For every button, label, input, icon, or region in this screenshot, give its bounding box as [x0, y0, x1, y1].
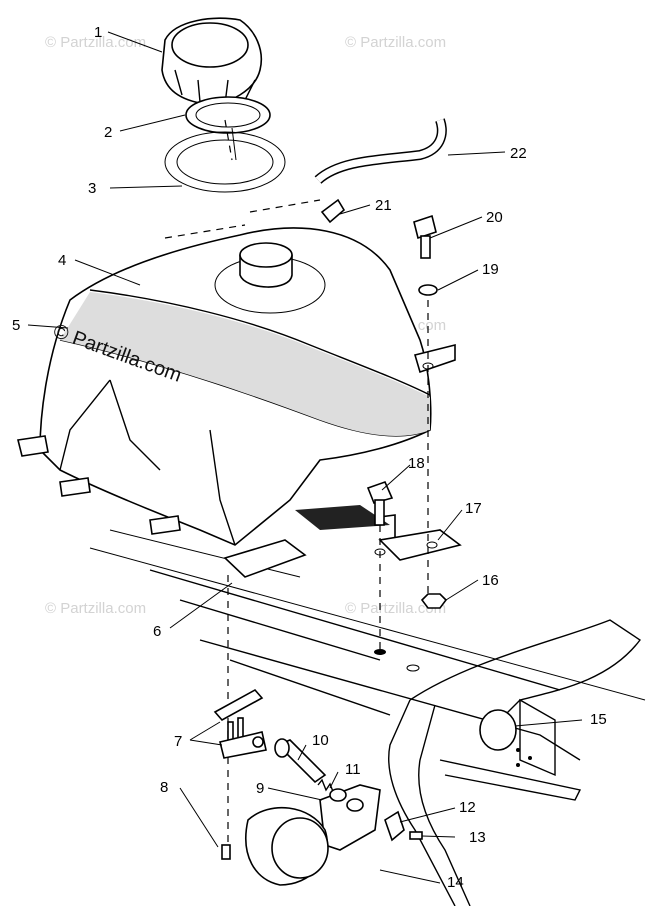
callout-22: 22 [510, 145, 527, 162]
watermark: © Partzilla.com [345, 600, 446, 617]
callout-14: 14 [447, 874, 464, 891]
callout-17: 17 [465, 500, 482, 517]
bolt-part-18 [366, 480, 394, 526]
callout-12: 12 [459, 799, 476, 816]
callout-7: 7 [174, 733, 182, 750]
callout-16: 16 [482, 572, 499, 589]
frame [89, 529, 646, 906]
callout-10: 10 [312, 732, 329, 749]
callout-1: 1 [94, 24, 102, 41]
callout-19: 19 [482, 261, 499, 278]
filter-part-10 [274, 738, 327, 784]
callout-18: 18 [408, 455, 425, 472]
callout-2: 2 [104, 124, 112, 141]
fuel-valve-part-7 [213, 688, 267, 759]
ring-part-3 [164, 127, 286, 193]
alignment-lines [164, 119, 429, 850]
callout-15: 15 [590, 711, 607, 728]
gasket-part-2 [185, 96, 271, 134]
callout-13: 13 [469, 829, 486, 846]
bracket-part-17 [295, 505, 462, 561]
callout-6: 6 [153, 623, 161, 640]
callout-8: 8 [160, 779, 168, 796]
plug-part-15 [479, 709, 517, 751]
bolt-part-20 [413, 214, 437, 259]
pad-part-6 [223, 539, 307, 578]
callout-20: 20 [486, 209, 503, 226]
clip-part-12 [384, 810, 405, 842]
screw-part-13 [409, 831, 423, 840]
bracket-part-14 [245, 784, 381, 886]
screw-part-8 [221, 844, 231, 860]
callout-3: 3 [88, 180, 96, 197]
callout-9: 9 [256, 780, 264, 797]
fuel-cap-part-1 [161, 17, 262, 105]
callout-5: 5 [12, 317, 20, 334]
callout-labels: 1 2 3 4 5 6 7 8 9 10 11 12 13 14 15 16 1… [12, 24, 607, 891]
callout-4: 4 [58, 252, 66, 269]
watermark: © Partzilla.com [45, 34, 146, 51]
fuel-tank-part-4 [17, 227, 456, 546]
watermark: © Partzilla.com [45, 600, 146, 617]
washer-part-19 [418, 284, 438, 296]
callout-11: 11 [345, 761, 361, 778]
leader-lines [27, 31, 583, 884]
watermark: © Partzilla.com [345, 34, 446, 51]
vent-fitting-part-21 [320, 198, 346, 224]
nut-part-16 [420, 593, 448, 609]
callout-21: 21 [375, 197, 392, 214]
spring-part-11 [317, 778, 335, 795]
